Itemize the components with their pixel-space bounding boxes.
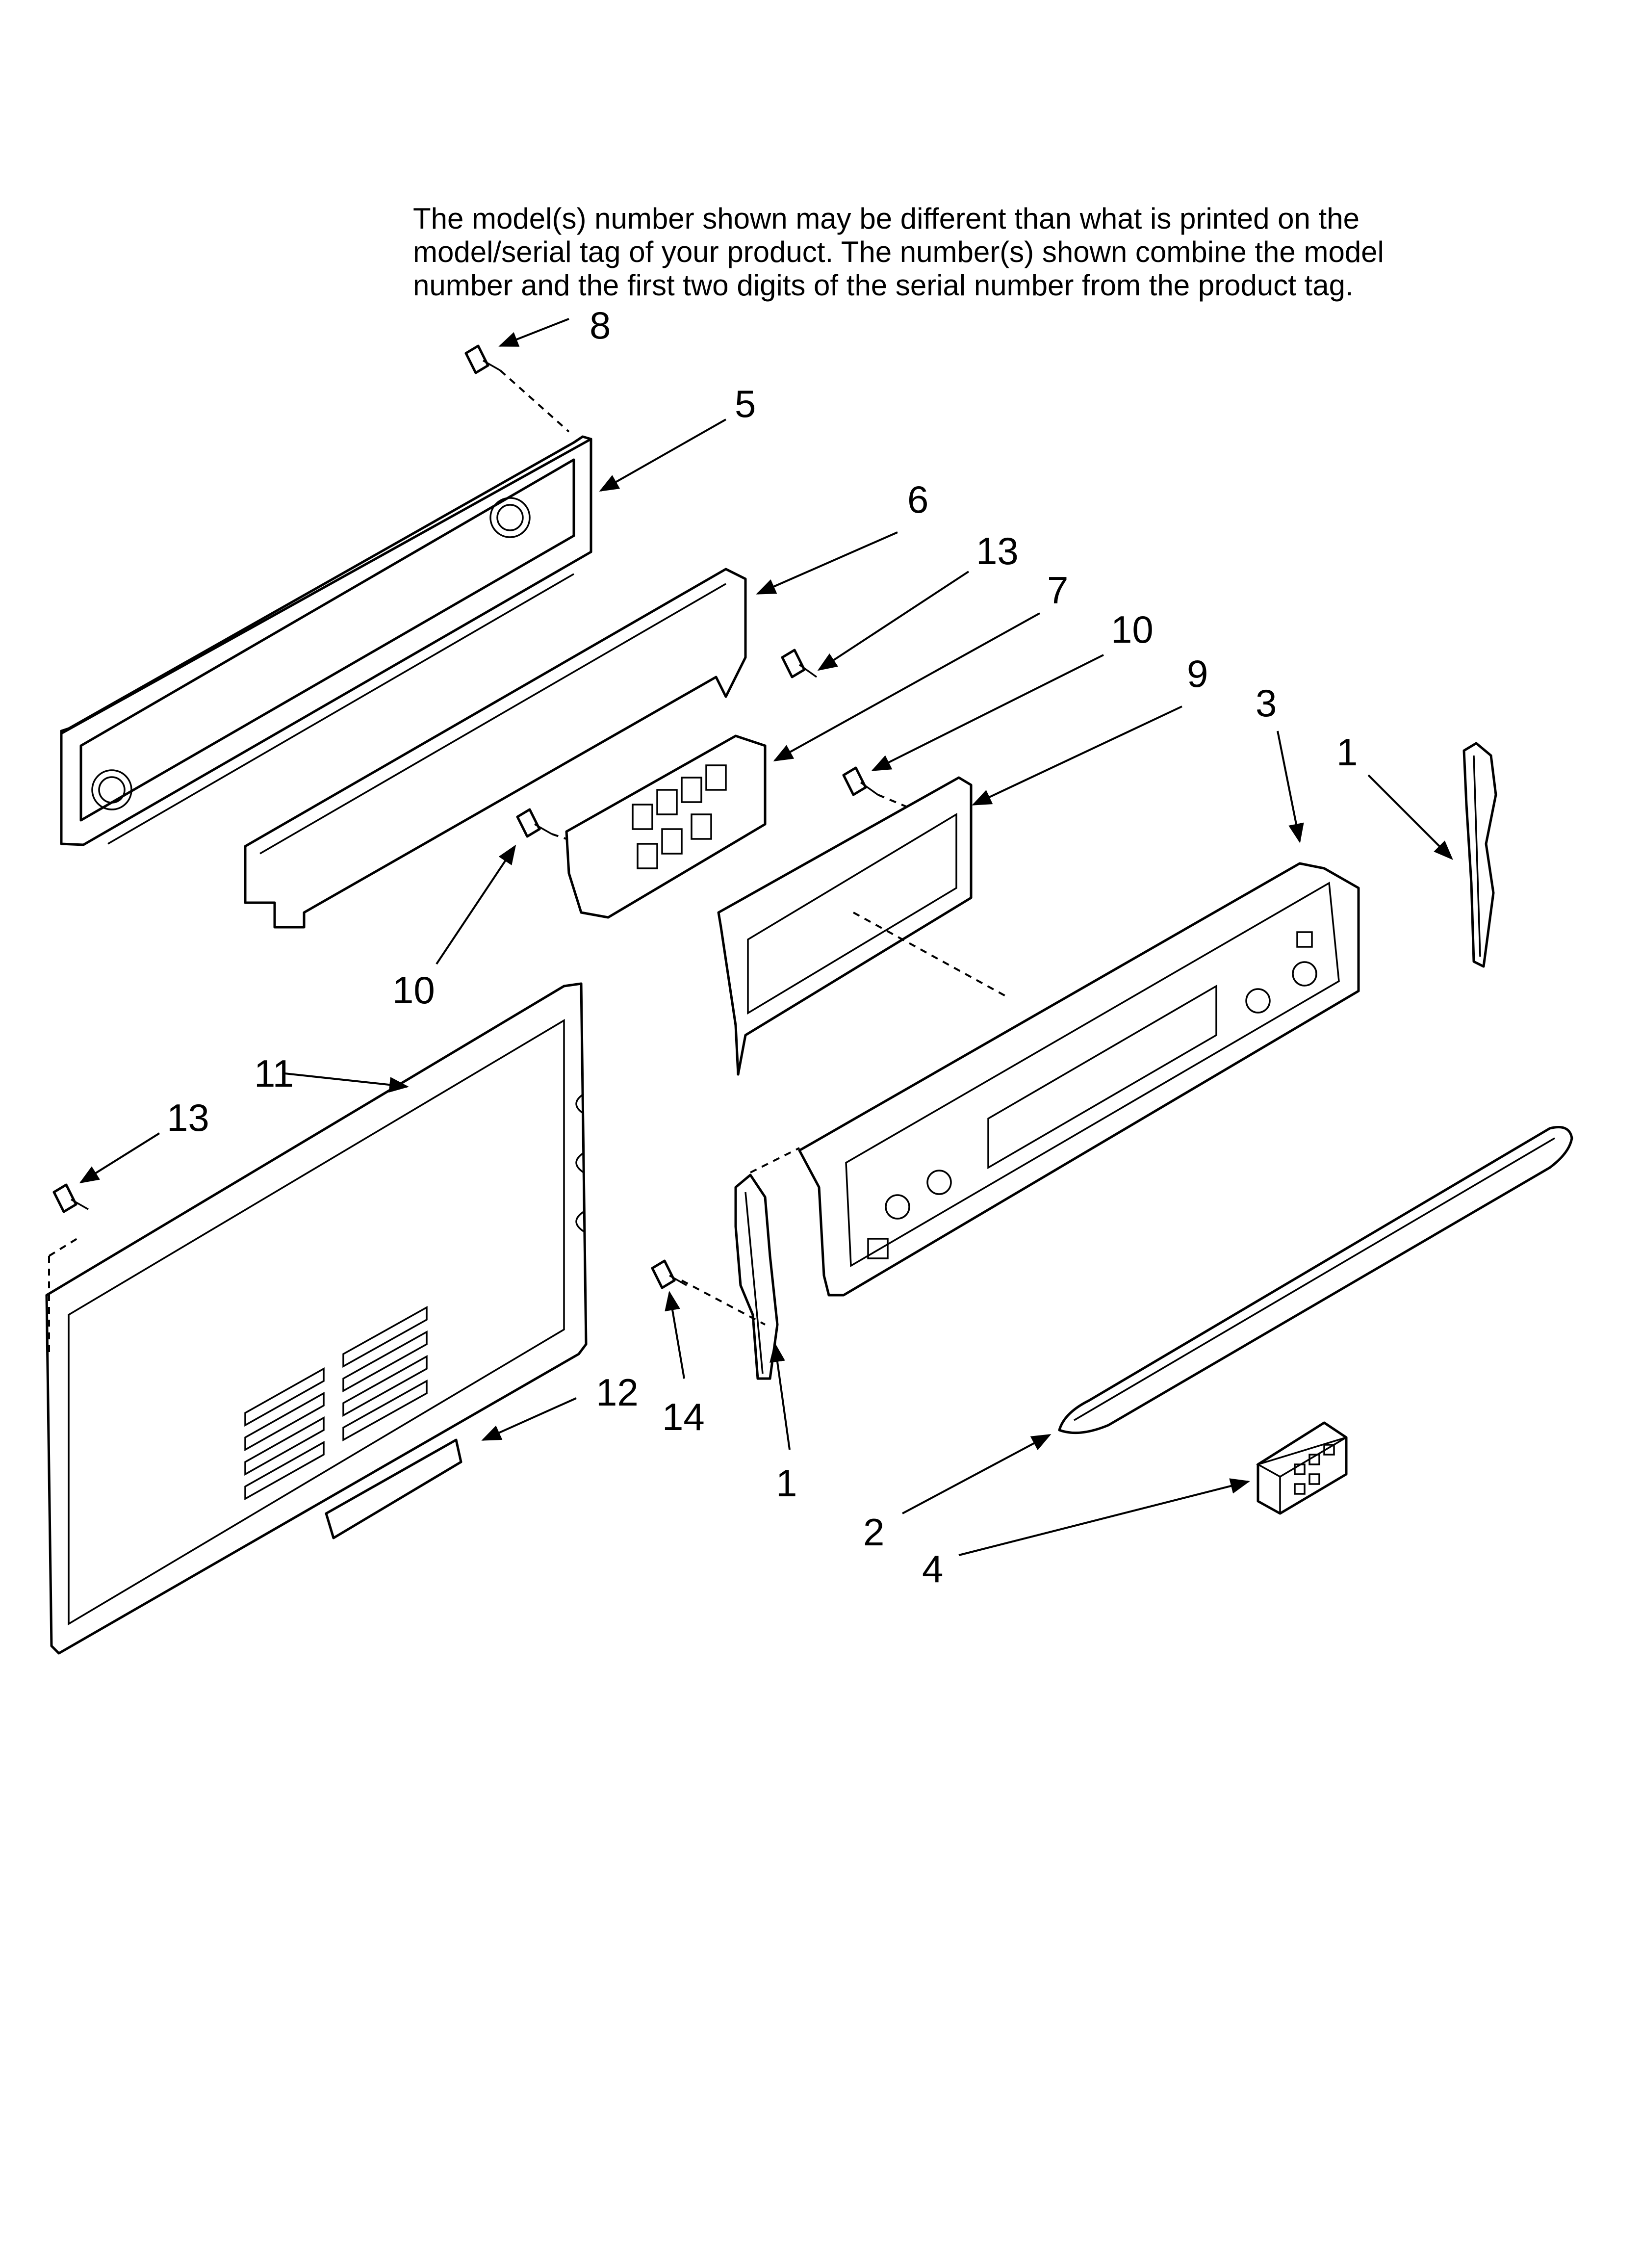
callout-10-left: 10	[392, 968, 435, 1012]
leader-3	[1277, 730, 1304, 843]
part-1-center-end-cap	[681, 1147, 800, 1380]
callout-1-right: 1	[1336, 730, 1358, 774]
callout-3: 3	[1256, 681, 1277, 725]
callout-7: 7	[1047, 569, 1068, 612]
callout-5: 5	[735, 382, 756, 425]
callout-9: 9	[1187, 652, 1208, 695]
callout-4: 4	[922, 1547, 943, 1590]
leader-13-left	[79, 1132, 160, 1184]
part-4-switch-block	[1256, 1421, 1348, 1515]
leader-7	[773, 612, 1040, 761]
part-7-electronic-control	[565, 734, 767, 919]
leader-10-left	[436, 844, 516, 965]
leader-2	[902, 1434, 1052, 1514]
leader-10-top	[871, 654, 1104, 771]
notice-line-3: number and the first two digits of the s…	[413, 269, 1354, 302]
callout-14: 14	[662, 1395, 705, 1438]
leader-1-right	[1367, 774, 1453, 860]
leader-12	[481, 1397, 577, 1441]
leader-6	[756, 531, 898, 595]
leader-8	[498, 318, 569, 347]
callout-1-center: 1	[776, 1461, 797, 1505]
screw-part-13-left	[52, 1183, 89, 1213]
notice-line-2: model/serial tag of your product. The nu…	[413, 235, 1384, 268]
callout-6: 6	[907, 478, 928, 521]
part-2-trim-handle	[1058, 1126, 1573, 1434]
screw-part-10-top	[842, 766, 908, 808]
screw-part-13-top	[781, 649, 818, 678]
leader-4	[958, 1478, 1250, 1556]
leader-5	[599, 418, 726, 492]
part-12-bracket	[325, 1438, 462, 1539]
part-3-control-panel	[798, 862, 1360, 1297]
leader-11	[284, 1072, 409, 1093]
callout-13-left: 13	[167, 1096, 209, 1139]
leader-1-center	[770, 1342, 791, 1450]
callout-11: 11	[254, 1052, 294, 1095]
callout-13-top: 13	[976, 529, 1019, 573]
part-6-control-bracket	[244, 568, 747, 929]
leader-13-top	[817, 571, 970, 671]
leader-arrows	[79, 318, 1453, 1556]
screw-part-8	[464, 344, 570, 433]
screw-part-14	[651, 1259, 687, 1289]
part-11-rear-panel	[45, 982, 588, 1655]
leader-14	[665, 1291, 685, 1379]
callout-8: 8	[590, 304, 611, 347]
part-1-right-end-cap	[1462, 742, 1497, 968]
model-number-notice: The model(s) number shown may be differe…	[413, 202, 1443, 302]
callout-2: 2	[863, 1511, 884, 1554]
callout-12: 12	[596, 1371, 639, 1414]
callout-10-top: 10	[1111, 608, 1154, 651]
part-5-rear-trim-panel	[60, 435, 592, 846]
vent-louvers	[244, 1306, 428, 1500]
leader-9	[972, 705, 1182, 806]
callout-labels: 8 5 6 13 7 10 9 3 1 10 11 13 12 14 1 2 4	[167, 304, 1358, 1590]
notice-line-1: The model(s) number shown may be differe…	[413, 202, 1360, 235]
screw-part-10-left	[516, 808, 567, 840]
part-9-display-bracket	[717, 776, 1006, 1076]
